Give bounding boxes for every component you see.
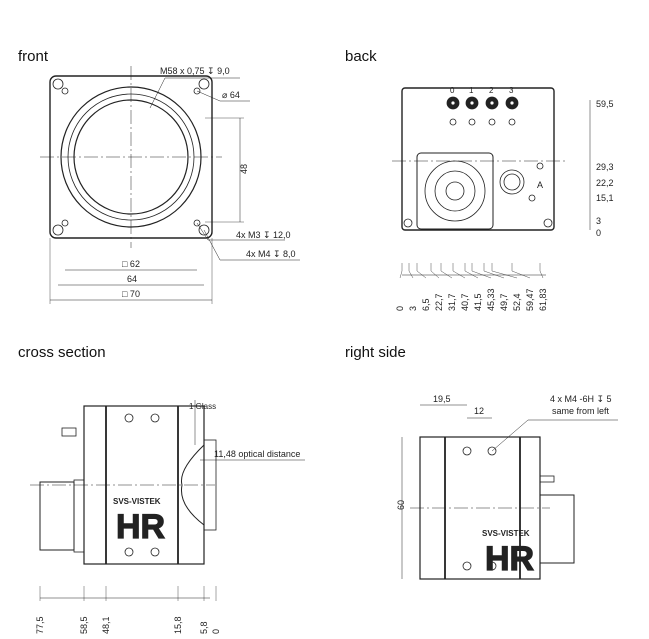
right-side-view: SVS-VISTEK HR 19,5 12 60 4 x M4 -6H ↧ 5 …: [396, 394, 618, 580]
connector-icons: [446, 96, 519, 126]
logo-model: HR: [485, 540, 534, 578]
h-dim: 40,7: [460, 293, 470, 311]
dim-leader-line: [491, 270, 518, 279]
screw-icon: [52, 78, 210, 236]
v-dim: 59,5: [596, 99, 614, 109]
dim-leader-line: [399, 270, 403, 279]
h-dim: 0: [395, 306, 405, 311]
v-dim: 15,1: [596, 193, 614, 203]
height-dim: 60: [396, 500, 406, 510]
h-dim: 5,8: [199, 621, 209, 634]
dim-19-5: 19,5: [433, 394, 451, 404]
fan-icon: [39, 481, 75, 551]
height-dim: 48: [239, 164, 249, 174]
cable-connector-icon: [61, 427, 77, 437]
dim-64: 64: [127, 274, 137, 284]
dim-leader-line: [416, 270, 427, 279]
power-connector-icon: [499, 169, 525, 195]
connector-label: 2: [489, 86, 494, 95]
dim-leader-line: [471, 270, 492, 279]
h-dim: 48,1: [101, 616, 111, 634]
logo-brand: SVS-VISTEK: [482, 529, 530, 538]
connector-label: 1: [469, 86, 474, 95]
thread-note: 4 x M4 -6H ↧ 5: [550, 394, 612, 404]
h-dim: 31,7: [447, 293, 457, 311]
h-dim: 49,7: [499, 293, 509, 311]
fan-icon: [539, 494, 575, 564]
same-from-left-note: same from left: [552, 406, 610, 416]
h-dim: 15,8: [173, 616, 183, 634]
v-dim: 3: [596, 216, 601, 226]
logo-brand: SVS-VISTEK: [113, 497, 161, 506]
h-dim: 58,5: [79, 616, 89, 634]
logo-model: HR: [116, 508, 165, 546]
h-dim: 6,5: [421, 298, 431, 311]
dim-leader-line: [408, 270, 414, 279]
cross-section-view: SVS-VISTEK HR 1 Glass 11,48 optical dist…: [30, 400, 305, 634]
dim-70: □ 70: [122, 289, 140, 299]
fan-icon: [416, 152, 494, 230]
optical-distance-label: 11,48 optical distance: [214, 449, 300, 459]
dim-12: 12: [474, 406, 484, 416]
h-dim: 45,33: [486, 288, 496, 311]
right-side-title: right side: [345, 344, 406, 361]
glass-label: 1 Glass: [189, 402, 216, 411]
connector-label: 0: [450, 86, 455, 95]
front-view: M58 x 0,75 ↧ 9,0 ⌀ 64 48 4x M3 ↧ 12,0 4x…: [40, 66, 300, 304]
dim-leader-line: [539, 270, 544, 279]
dim-leader-line: [511, 270, 531, 279]
cross-section-title: cross section: [18, 344, 106, 361]
dim-leader-line: [440, 270, 453, 279]
h-dim: 41,5: [473, 293, 483, 311]
h-dim: 59,47: [525, 288, 535, 311]
dim-leader-line: [452, 270, 466, 279]
front-view-title: front: [18, 48, 49, 65]
v-dim: 22,2: [596, 178, 614, 188]
diameter-callout: ⌀ 64: [222, 90, 240, 100]
dim-leader-line: [430, 270, 440, 279]
connector-label: 3: [509, 86, 514, 95]
h-dim: 52,4: [512, 293, 522, 311]
dim-leader-line: [464, 270, 479, 279]
m3-callout: 4x M3 ↧ 12,0: [236, 230, 291, 240]
h-dim: 61,83: [538, 288, 548, 311]
back-view-title: back: [345, 48, 377, 65]
m4-callout: 4x M4 ↧ 8,0: [246, 249, 296, 259]
v-dim: 0: [596, 228, 601, 238]
h-dim: 22,7: [434, 293, 444, 311]
h-dim: 77,5: [35, 616, 45, 634]
thread-callout: M58 x 0,75 ↧ 9,0: [160, 66, 230, 76]
datum-label: A: [537, 180, 543, 190]
v-dim: 29,3: [596, 162, 614, 172]
h-dim: 0: [211, 629, 221, 634]
dim-62: □ 62: [122, 259, 140, 269]
dim-leader-line: [483, 270, 505, 279]
h-dim: 3: [408, 306, 418, 311]
cable-connector-icon: [539, 475, 555, 483]
